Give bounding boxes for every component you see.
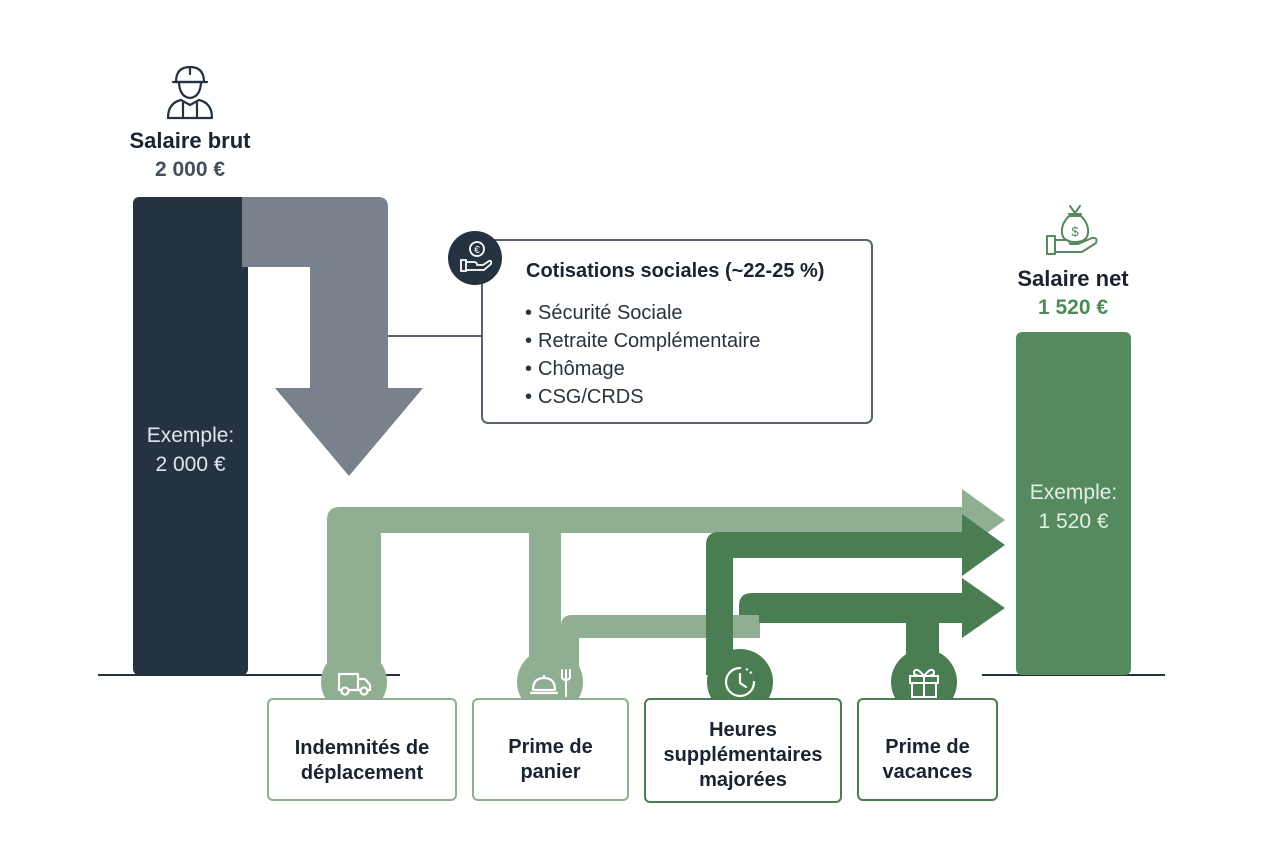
overtime-label: majorées: [699, 769, 787, 791]
holiday-bonus-box: Prime de vacances: [857, 698, 998, 801]
contributions-box: Cotisations sociales (~22-25 %) Sécurité…: [481, 239, 873, 424]
gross-salary-title: Salaire brut: [129, 128, 251, 153]
contributions-title: Cotisations sociales (~22-25 %): [526, 260, 825, 282]
meal-allowance-label: Prime de: [508, 735, 593, 758]
holiday-bonus-label: vacances: [882, 760, 973, 783]
overtime-box: Heures supplémentaires majorées: [644, 698, 842, 803]
svg-text:$: $: [1071, 224, 1079, 239]
euro-hand-icon: €: [448, 231, 502, 285]
contribution-item: Retraite Complémentaire: [525, 327, 760, 355]
travel-allowance-box: Indemnités de déplacement: [267, 698, 457, 801]
deduction-arrow: [242, 197, 423, 476]
contribution-item: Sécurité Sociale: [525, 299, 760, 327]
contribution-item: CSG/CRDS: [525, 383, 760, 411]
travel-allowance-flow: [327, 489, 1005, 675]
worker-icon: [166, 65, 214, 120]
gross-salary-amount: 2 000 €: [154, 158, 226, 181]
net-salary-amount: 1 520 €: [1037, 296, 1109, 319]
travel-allowance-label: déplacement: [300, 761, 424, 784]
net-example-amount: 1 520 €: [1038, 510, 1109, 533]
travel-allowance-label: Indemnités de: [294, 736, 430, 759]
overtime-label: Heures: [709, 719, 777, 741]
svg-text:€: €: [474, 245, 480, 256]
money-bag-hand-icon: $: [1046, 205, 1098, 255]
overtime-label: supplémentaires: [663, 744, 823, 766]
net-salary-bar: [1016, 332, 1131, 675]
net-salary-title: Salaire net: [1017, 266, 1129, 291]
meal-allowance-box: Prime de panier: [472, 698, 629, 801]
gross-salary-bar: [133, 197, 248, 675]
meal-allowance-label: panier: [520, 760, 581, 783]
net-example-label: Exemple:: [1029, 481, 1118, 504]
contributions-list: Sécurité Sociale Retraite Complémentaire…: [525, 299, 760, 411]
gross-example-amount: 2 000 €: [155, 453, 226, 476]
contribution-item: Chômage: [525, 355, 760, 383]
holiday-bonus-flow: [739, 578, 1005, 675]
holiday-bonus-label: Prime de: [885, 735, 970, 758]
gross-example-label: Exemple:: [146, 424, 235, 447]
overtime-flow: [706, 514, 1005, 675]
